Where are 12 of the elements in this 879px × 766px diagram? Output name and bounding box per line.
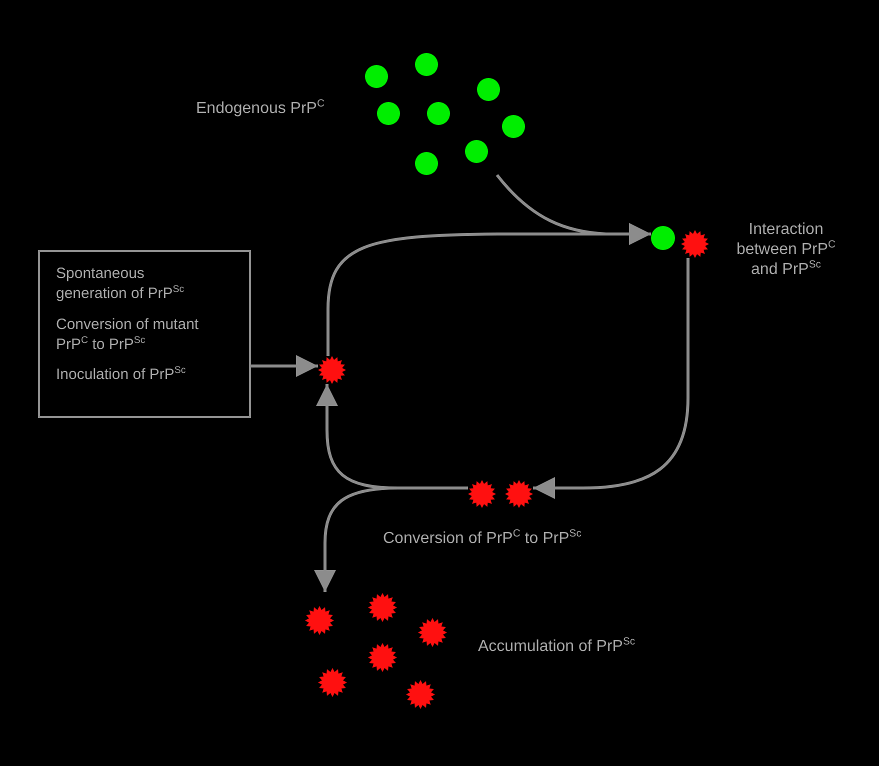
node-caption: Conversion of PrP$^{C}$ to PrP$^{Sc}$ — [383, 529, 582, 549]
process-box — [38, 250, 251, 418]
description-text: Spontaneous generation of PrP$^{Sc}$ — [56, 264, 186, 304]
description-text: Inoculation of PrP$^{Sc}$ — [56, 365, 187, 385]
description-text: Conversion of mutant PrP$^{C}$ to PrP$^{Sc}$ — [56, 314, 200, 355]
node-caption: Interaction between PrP$^{C}$ and PrP$^{Sc}$ — [735, 220, 837, 280]
arrow — [533, 258, 690, 499]
node-caption: Endogenous PrP$^{C}$ — [196, 99, 324, 119]
arrow — [314, 486, 468, 592]
arrow — [251, 355, 318, 377]
node-caption: Accumulation of PrP$^{Sc}$ — [478, 637, 636, 657]
arrow — [326, 223, 651, 356]
